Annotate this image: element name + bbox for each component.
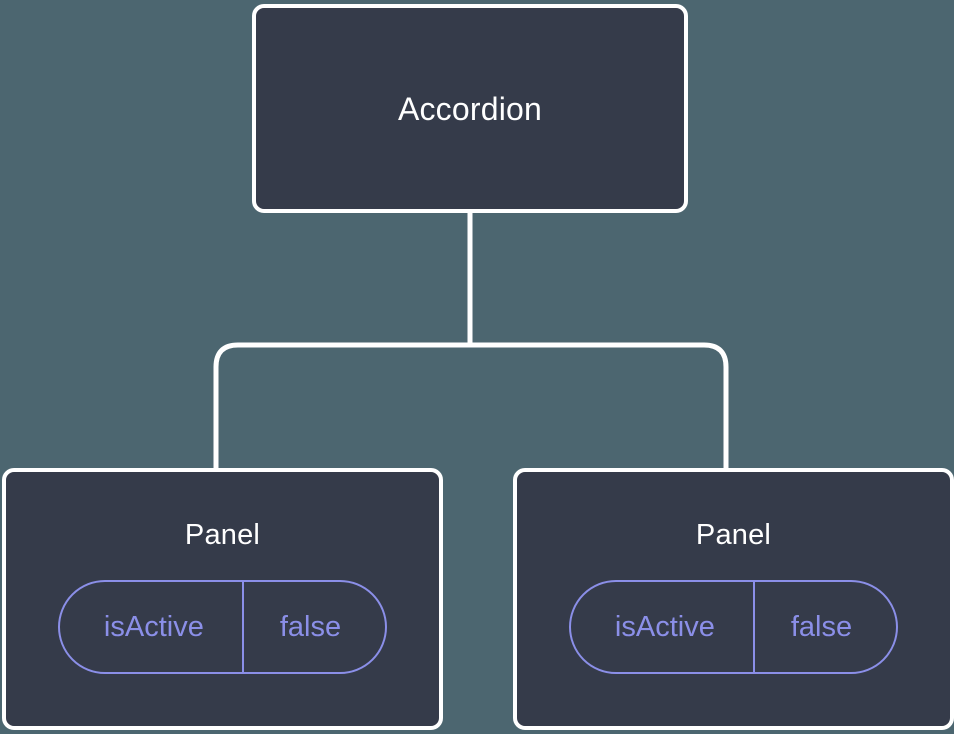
node-panel-1[interactable]: Panel isActive false [2, 468, 443, 730]
node-panel-2[interactable]: Panel isActive false [513, 468, 954, 730]
prop-key-isactive: isActive [60, 582, 244, 672]
node-accordion-title: Accordion [397, 90, 543, 127]
edge-accordion-to-panel-1 [213, 342, 470, 470]
prop-value-isactive: false [279, 610, 342, 643]
node-accordion[interactable]: Accordion [252, 4, 688, 213]
node-panel-2-title: Panel [695, 519, 772, 551]
prop-key-isactive: isActive [571, 582, 755, 672]
prop-pill-panel-1[interactable]: isActive false [57, 580, 388, 674]
prop-pill-panel-2[interactable]: isActive false [568, 580, 899, 674]
node-panel-1-title: Panel [184, 519, 261, 551]
prop-value-isactive: false [790, 610, 853, 643]
edge-accordion-to-panel-2 [470, 342, 729, 470]
